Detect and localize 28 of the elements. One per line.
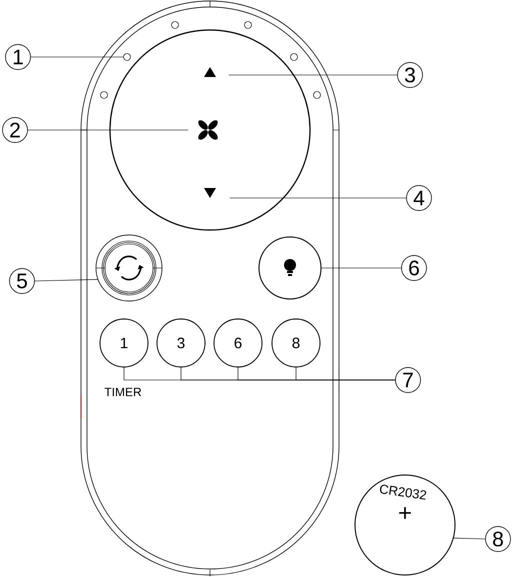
light-button: [258, 236, 322, 300]
callout-number: 8: [485, 526, 511, 552]
indicator-light: [171, 21, 179, 29]
dial-button: [109, 29, 311, 231]
callout-number: 6: [401, 255, 427, 281]
timer-button: 3: [156, 318, 206, 368]
callout-number: 7: [395, 367, 421, 393]
indicator-light: [100, 91, 108, 99]
indicator-light: [123, 53, 131, 61]
callout-number: 3: [397, 62, 423, 88]
leader-line: [30, 56, 124, 58]
callout-number: 5: [9, 268, 35, 294]
callout-number: 4: [406, 185, 432, 211]
timer-button: 8: [272, 318, 320, 368]
leader-line: [453, 538, 486, 540]
refresh-button: [96, 234, 162, 302]
leader-line: [228, 74, 398, 76]
timer-button: 6: [214, 318, 262, 368]
indicator-light: [290, 53, 298, 61]
leader-line: [34, 279, 98, 282]
callout-number: 2: [2, 117, 28, 143]
callout-number: 1: [5, 44, 31, 70]
coin-battery: CR2032 +: [354, 474, 456, 576]
indicator-light: [244, 21, 252, 29]
leader-line: [296, 367, 396, 380]
button-label: TIMER: [104, 388, 142, 396]
indicator-light: [313, 91, 321, 99]
timer-button: 1: [100, 318, 148, 368]
